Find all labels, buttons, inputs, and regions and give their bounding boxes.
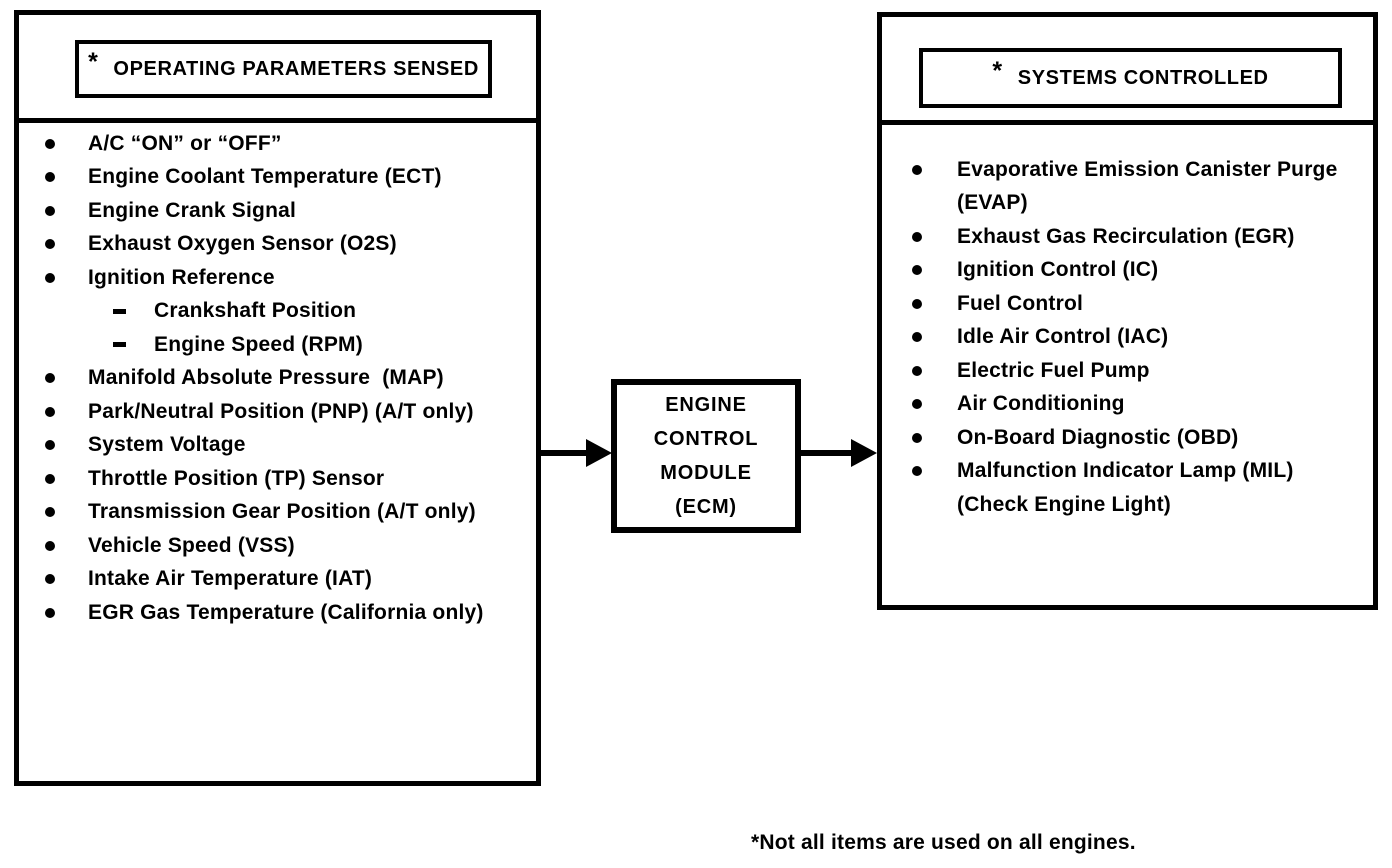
list-item: A/C “ON” or “OFF”	[19, 127, 536, 161]
list-item-label: (Check Engine Light)	[957, 492, 1171, 516]
list-item-label: A/C “ON” or “OFF”	[88, 131, 282, 155]
list-item: Electric Fuel Pump	[882, 354, 1373, 388]
operating-parameters-panel: * OPERATING PARAMETERS SENSED A/C “ON” o…	[14, 10, 541, 786]
asterisk-mark: *	[992, 56, 1003, 85]
header-divider	[14, 118, 541, 123]
list-item-label: Fuel Control	[957, 291, 1084, 315]
ecm-label: ENGINE CONTROL MODULE (ECM)	[654, 388, 758, 524]
list-item: Engine Speed (RPM)	[19, 328, 536, 362]
ecm-label-line: CONTROL	[653, 428, 759, 450]
ecm-box: ENGINE CONTROL MODULE (ECM)	[611, 379, 801, 533]
list-item-label: Air Conditioning	[957, 392, 1125, 416]
ecm-label-line: ENGINE	[665, 394, 747, 416]
list-item-label: System Voltage	[88, 433, 246, 457]
list-item-label: Vehicle Speed (VSS)	[88, 533, 295, 557]
list-item: System Voltage	[19, 429, 536, 463]
controlled-systems-list: Evaporative Emission Canister Purge (EVA…	[882, 153, 1373, 522]
bullet-icon	[45, 272, 55, 283]
dash-icon	[113, 342, 126, 348]
bullet-icon	[912, 466, 922, 477]
bullet-icon	[45, 172, 55, 183]
list-item-label: On-Board Diagnostic (OBD)	[957, 425, 1239, 449]
bullet-icon	[45, 540, 55, 551]
list-item: Air Conditioning	[882, 388, 1373, 422]
list-item-label: Transmission Gear Position (A/T only)	[88, 500, 476, 524]
panel-title: OPERATING PARAMETERS SENSED	[113, 57, 479, 80]
bullet-icon	[45, 607, 55, 618]
list-item-label: Electric Fuel Pump	[957, 358, 1150, 382]
list-item-label: Crankshaft Position	[154, 299, 357, 323]
bullet-icon	[45, 507, 55, 518]
dash-icon	[113, 308, 126, 314]
ecm-label-line: MODULE	[660, 462, 752, 484]
list-item: Exhaust Oxygen Sensor (O2S)	[19, 228, 536, 262]
ecm-label-line: (ECM)	[675, 496, 737, 518]
systems-controlled-panel: * SYSTEMS CONTROLLED Evaporative Emissio…	[877, 12, 1378, 610]
list-item-label: Engine Crank Signal	[88, 198, 297, 222]
list-item: Evaporative Emission Canister Purge	[882, 153, 1373, 187]
list-item-label: Ignition Control (IC)	[957, 258, 1159, 282]
list-item: Malfunction Indicator Lamp (MIL)	[882, 455, 1373, 489]
list-item: Throttle Position (TP) Sensor	[19, 462, 536, 496]
list-item-label: Evaporative Emission Canister Purge	[957, 157, 1338, 181]
bullet-icon	[912, 365, 922, 376]
list-item-label: Exhaust Gas Recirculation (EGR)	[957, 224, 1295, 248]
list-item-label: Park/Neutral Position (PNP) (A/T only)	[88, 399, 474, 423]
list-item-label: Intake Air Temperature (IAT)	[88, 567, 373, 591]
list-item: Vehicle Speed (VSS)	[19, 529, 536, 563]
list-item: Ignition Control (IC)	[882, 254, 1373, 288]
list-item-label: Ignition Reference	[88, 265, 275, 289]
list-item-label: (EVAP)	[957, 191, 1028, 215]
bullet-icon	[45, 205, 55, 216]
bullet-icon	[912, 332, 922, 343]
bullet-icon	[912, 265, 922, 276]
bullet-icon	[45, 239, 55, 250]
list-item-label: Engine Coolant Temperature (ECT)	[88, 165, 442, 189]
header-divider	[877, 120, 1378, 125]
bullet-icon	[912, 399, 922, 410]
systems-controlled-header: * SYSTEMS CONTROLLED	[919, 48, 1342, 108]
bullet-icon	[45, 473, 55, 484]
list-item-label: Manifold Absolute Pressure (MAP)	[88, 366, 444, 390]
list-item: Crankshaft Position	[19, 295, 536, 329]
list-item: Manifold Absolute Pressure (MAP)	[19, 362, 536, 396]
list-item: Ignition Reference	[19, 261, 536, 295]
list-item: EGR Gas Temperature (California only)	[19, 596, 536, 630]
sensed-parameters-list: A/C “ON” or “OFF” Engine Coolant Tempera…	[19, 127, 536, 630]
bullet-icon	[45, 440, 55, 451]
list-item-label: Exhaust Oxygen Sensor (O2S)	[88, 232, 397, 256]
list-item: (EVAP)	[882, 187, 1373, 221]
list-item: Park/Neutral Position (PNP) (A/T only)	[19, 395, 536, 429]
list-item-label: Malfunction Indicator Lamp (MIL)	[957, 459, 1294, 483]
list-item: On-Board Diagnostic (OBD)	[882, 421, 1373, 455]
list-item: Fuel Control	[882, 287, 1373, 321]
bullet-icon	[912, 432, 922, 443]
list-item: Intake Air Temperature (IAT)	[19, 563, 536, 597]
list-item-label: Throttle Position (TP) Sensor	[88, 466, 385, 490]
bullet-icon	[45, 406, 55, 417]
input-arrow-icon	[541, 439, 612, 467]
list-item: Transmission Gear Position (A/T only)	[19, 496, 536, 530]
bullet-icon	[912, 298, 922, 309]
output-arrow-icon	[801, 439, 877, 467]
bullet-icon	[912, 231, 922, 242]
list-item-label: Engine Speed (RPM)	[154, 332, 363, 356]
list-item: Engine Crank Signal	[19, 194, 536, 228]
operating-parameters-header: * OPERATING PARAMETERS SENSED	[75, 40, 492, 98]
asterisk-mark: *	[88, 47, 99, 76]
list-item: Idle Air Control (IAC)	[882, 321, 1373, 355]
list-item: Exhaust Gas Recirculation (EGR)	[882, 220, 1373, 254]
bullet-icon	[45, 574, 55, 585]
bullet-icon	[45, 373, 55, 384]
bullet-icon	[912, 164, 922, 175]
list-item: Engine Coolant Temperature (ECT)	[19, 161, 536, 195]
bullet-icon	[45, 138, 55, 149]
list-item: (Check Engine Light)	[882, 488, 1373, 522]
footnote: *Not all items are used on all engines.	[751, 831, 1136, 854]
list-item-label: Idle Air Control (IAC)	[957, 325, 1169, 349]
panel-title: SYSTEMS CONTROLLED	[1017, 66, 1269, 89]
list-item-label: EGR Gas Temperature (California only)	[88, 600, 484, 624]
